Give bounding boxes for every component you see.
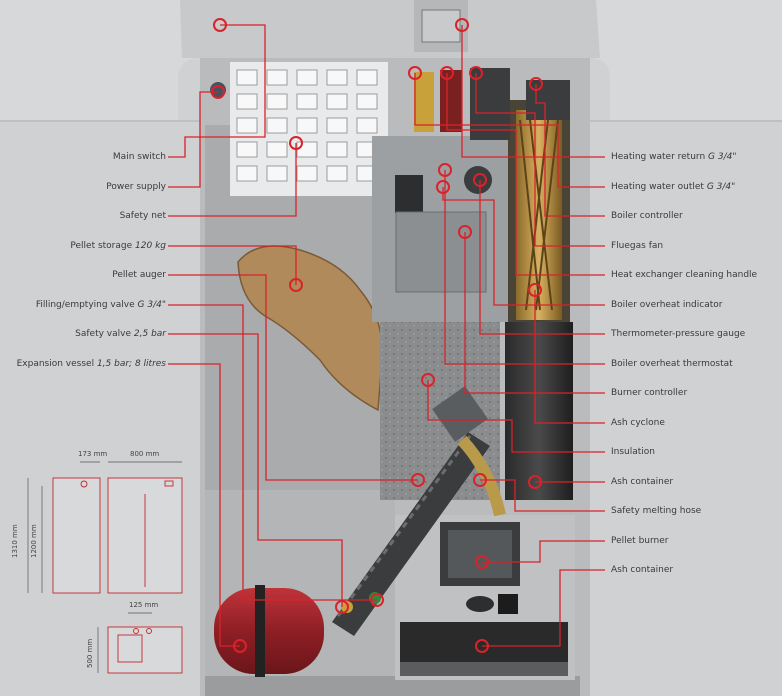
leader-line xyxy=(479,180,605,335)
callout-marker xyxy=(528,475,542,489)
leader-line xyxy=(427,380,605,453)
leader-line xyxy=(168,24,266,158)
ash-drawer xyxy=(400,622,568,662)
callout-marker xyxy=(440,66,454,80)
leader-line xyxy=(482,569,605,647)
dim-1200: 1200 mm xyxy=(30,524,38,558)
controller-display xyxy=(395,175,423,213)
label-pellet-storage: Pellet storage 120 kg xyxy=(70,241,166,251)
label-thermometer-pressure-gauge: Thermometer-pressure gauge xyxy=(611,329,746,339)
melting-hose xyxy=(457,435,506,517)
label-heat-exchanger-cleaning-handle: Heat exchanger cleaning handle xyxy=(611,270,758,280)
leader-line xyxy=(534,290,605,424)
callout-marker xyxy=(289,136,303,150)
leader-line xyxy=(168,274,418,481)
callout-marker xyxy=(436,180,450,194)
label-main-switch: Main switch xyxy=(112,152,166,162)
leader-line xyxy=(168,333,343,607)
label-burner-controller: Burner controller xyxy=(611,388,688,398)
leader-line xyxy=(461,25,605,158)
leader-line xyxy=(168,91,218,188)
heat-exchanger xyxy=(508,100,570,325)
leader-line xyxy=(482,540,605,563)
callout-marker xyxy=(458,225,472,239)
pellet-auger-tube xyxy=(332,386,490,636)
callout-marker xyxy=(411,473,425,487)
leader-line xyxy=(475,73,605,247)
expansion-vessel xyxy=(214,585,324,677)
label-ash-cyclone: Ash cyclone xyxy=(611,418,665,428)
leader-line xyxy=(442,187,605,306)
label-boiler-overheat-thermostat: Boiler overheat thermostat xyxy=(611,359,733,369)
return-pipe-fitting xyxy=(414,72,434,132)
label-safety-melting-hose: Safety melting hose xyxy=(611,506,702,516)
label-heating-water-return: Heating water return G 3/4" xyxy=(611,152,737,162)
label-boiler-overheat-indicator: Boiler overheat indicator xyxy=(611,300,723,310)
label-expansion-vessel: Expansion vessel 1,5 bar; 8 litres xyxy=(16,359,166,369)
dim-125: 125 mm xyxy=(129,601,159,609)
label-ash-container-upper: Ash container xyxy=(611,477,674,487)
leader-line xyxy=(535,84,605,217)
callout-marker xyxy=(370,593,384,607)
callout-marker xyxy=(289,278,303,292)
leader-line xyxy=(168,363,240,647)
callout-leaders xyxy=(168,24,605,647)
label-heating-water-outlet: Heating water outlet G 3/4" xyxy=(611,182,736,192)
label-ash-container-lower: Ash container xyxy=(611,565,674,575)
dim-800: 800 mm xyxy=(130,450,160,458)
label-power-supply: Power supply xyxy=(106,182,166,192)
leader-line xyxy=(168,143,297,217)
callout-marker xyxy=(408,66,422,80)
label-safety-net: Safety net xyxy=(119,211,166,221)
leader-line xyxy=(168,304,377,601)
callout-markers xyxy=(211,18,543,653)
label-pellet-burner: Pellet burner xyxy=(611,536,669,546)
fluegas-fan-housing xyxy=(470,68,510,140)
callout-marker xyxy=(421,373,435,387)
dimension-lines xyxy=(27,461,182,673)
callout-marker xyxy=(211,85,225,99)
label-fluegas-fan: Fluegas fan xyxy=(611,241,664,251)
safety-net xyxy=(230,62,388,196)
callout-marker xyxy=(473,473,487,487)
callout-marker xyxy=(475,555,489,569)
callout-marker xyxy=(233,639,247,653)
label-insulation: Insulation xyxy=(611,447,656,457)
callout-marker xyxy=(529,77,543,91)
callout-marker xyxy=(335,600,349,614)
callout-marker xyxy=(473,173,487,187)
leader-line xyxy=(444,170,605,365)
leader-line xyxy=(464,232,605,394)
callout-marker xyxy=(475,639,489,653)
dim-173: 173 mm xyxy=(78,450,108,458)
label-safety-valve: Safety valve 2,5 bar xyxy=(75,329,166,339)
label-boiler-controller: Boiler controller xyxy=(611,211,683,221)
label-pellet-auger: Pellet auger xyxy=(112,270,166,280)
thermometer-gauge-body xyxy=(464,166,492,194)
leader-line xyxy=(414,73,605,188)
dim-1310: 1310 mm xyxy=(11,524,19,558)
callout-marker xyxy=(213,18,227,32)
callout-marker xyxy=(455,18,469,32)
callout-marker xyxy=(438,163,452,177)
leader-line xyxy=(446,73,605,276)
leader-line xyxy=(168,245,297,285)
label-filling-emptying-valve: Filling/emptying valve G 3/4" xyxy=(35,300,166,310)
ash-cyclone-cylinder xyxy=(505,322,573,500)
callout-marker xyxy=(528,283,542,297)
dim-500: 500 mm xyxy=(86,638,94,668)
dimension-drawings xyxy=(52,477,183,674)
leader-line xyxy=(480,479,605,512)
callout-marker xyxy=(469,66,483,80)
